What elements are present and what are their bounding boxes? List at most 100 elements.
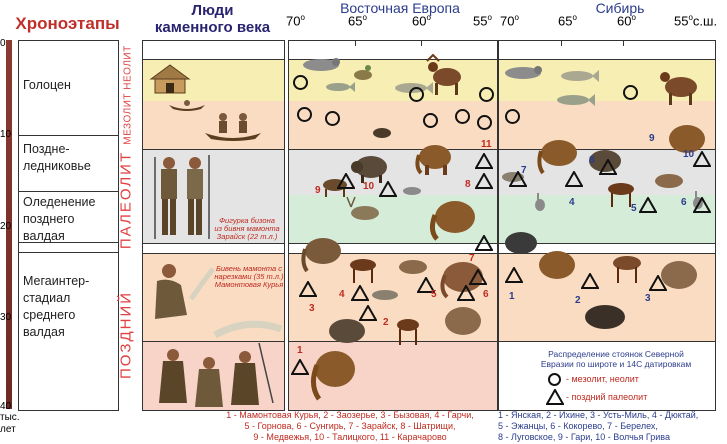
lat-si-65: 65o	[558, 13, 577, 29]
elk-icon	[660, 72, 697, 105]
bison-icon	[589, 150, 621, 172]
triangle-icon	[693, 151, 711, 167]
era-late-label: ПОЗДНИЙ	[117, 290, 135, 380]
lat-eu-70: 70o	[286, 13, 305, 29]
circle-icon	[297, 107, 312, 122]
lat-eu-55: 55o	[473, 13, 492, 29]
site-number-eu: 7	[469, 253, 475, 264]
site-number-eu: 4	[339, 289, 345, 300]
triangle-icon	[337, 173, 355, 189]
triangle-icon	[469, 269, 487, 285]
time-tick-0: 0	[0, 38, 6, 49]
era-paleolithic-label: ПАЛЕОЛИТ	[117, 150, 135, 250]
triangle-icon	[505, 267, 523, 283]
site-number-si: 9	[649, 133, 655, 144]
horse-icon	[608, 183, 634, 207]
site-number-si: 10	[683, 149, 695, 160]
legend-paleolithic: - поздний палеолит	[566, 392, 648, 402]
triangle-icon	[509, 171, 527, 187]
triangle-icon	[599, 159, 617, 175]
triangle-icon	[475, 235, 493, 251]
site-number-eu: 5	[431, 289, 437, 300]
chrono-header: Хроноэтапы	[15, 14, 120, 33]
triangle-icon	[475, 153, 493, 169]
circle-icon	[423, 113, 438, 128]
tusk-icon	[213, 320, 283, 339]
reindeer-icon	[655, 174, 683, 188]
muskox-icon	[585, 305, 625, 329]
circle-icon	[505, 109, 520, 124]
fish-icon	[326, 82, 355, 92]
siberia-header: Сибирь	[595, 0, 645, 16]
triangle-icon	[639, 197, 657, 213]
site-number-eu: 9	[315, 185, 321, 196]
horse-icon	[350, 259, 376, 283]
siberia-panel: 1 2 3 4 5 6 7 8 9 10	[498, 40, 716, 411]
horse-icon	[613, 256, 641, 283]
europe-header: Восточная Европа	[340, 0, 460, 16]
people-header-line2: каменного века	[154, 19, 271, 36]
triangle-icon	[693, 197, 711, 213]
mammoth-icon	[661, 261, 697, 289]
mammoth-icon	[445, 307, 481, 335]
mammoth-icon	[429, 201, 475, 241]
mammoth-icon	[415, 145, 451, 175]
mammoth-icon	[539, 251, 575, 279]
seal-icon	[505, 66, 542, 79]
time-tick-10: 10	[0, 129, 12, 140]
europe-panel: 1 2 3 4 5 6 7 8 9 10 11	[288, 40, 498, 411]
legend-title: Распределение стоянок Северной Евразии п…	[540, 349, 692, 369]
hut-icon	[149, 64, 191, 94]
bison-icon	[505, 232, 537, 254]
era-mesolithic-label: МЕЗОЛИТ НЕОЛИТ	[122, 45, 134, 145]
lat-si-60: 60o	[617, 13, 636, 29]
time-unit: тыс. лет	[0, 412, 20, 435]
fishermen-boat-icon	[205, 113, 261, 141]
triangle-icon	[581, 273, 599, 289]
circle-icon	[479, 87, 494, 102]
bison-icon	[329, 319, 365, 343]
site-number-eu: 10	[363, 181, 375, 192]
time-tick-20: 20	[0, 221, 12, 232]
site-number-eu: 6	[483, 289, 489, 300]
site-number-eu: 3	[309, 303, 315, 314]
fish-icon	[557, 94, 595, 106]
site-number-eu: 1	[297, 345, 303, 356]
reindeer-icon	[399, 260, 427, 274]
lat-si-70: 70o	[500, 13, 519, 29]
triangle-icon	[299, 281, 317, 297]
reindeer-icon	[346, 196, 379, 220]
site-number-eu: 8	[465, 179, 471, 190]
seal-icon	[303, 58, 340, 71]
wolf-icon	[372, 290, 398, 300]
lat-eu-60: 60o	[412, 13, 431, 29]
circle-icon	[477, 115, 492, 130]
hunting-group-icon	[159, 343, 274, 407]
site-number-si: 5	[631, 203, 637, 214]
triangle-icon	[379, 181, 397, 197]
boat-icon	[169, 100, 205, 111]
fox-icon	[403, 187, 421, 195]
hunters-icon	[154, 155, 210, 239]
duck-icon	[354, 65, 372, 80]
mammoth-icon	[311, 351, 355, 401]
lat-eu-65: 65o	[348, 13, 367, 29]
legend-circle-icon	[548, 373, 561, 386]
legend-triangle-icon	[546, 389, 564, 405]
legend-mesolithic: - мезолит, неолит	[566, 374, 639, 384]
site-number-si: 2	[575, 295, 581, 306]
site-number-si: 8	[589, 155, 595, 166]
triangle-icon	[291, 359, 309, 375]
stage-lateglacial: Поздне-ледниковье	[23, 142, 91, 173]
time-scale-bar	[6, 40, 12, 409]
time-tick-30: 30	[0, 312, 12, 323]
circle-icon	[455, 109, 470, 124]
site-number-si: 7	[521, 165, 527, 176]
hare-icon	[535, 193, 545, 211]
circle-icon	[409, 87, 424, 102]
site-number-eu: 11	[481, 139, 492, 150]
mammoth-icon	[537, 140, 577, 175]
